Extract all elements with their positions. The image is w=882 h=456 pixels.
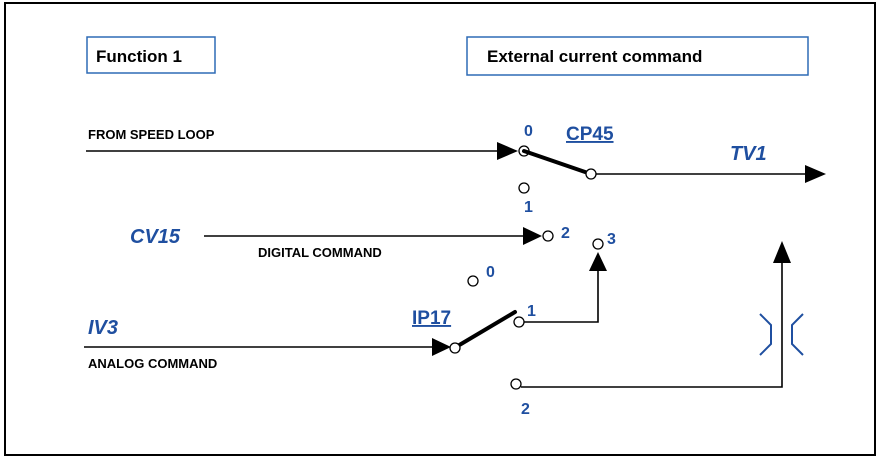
ip17-pos2-wire [521, 262, 783, 388]
cp45-terminal-2 [542, 230, 554, 242]
cp45-terminal-1 [518, 182, 530, 194]
ip17-lever [454, 310, 517, 349]
cp45-pos0-label: 0 [524, 123, 533, 140]
ip17-pos1-label: 1 [527, 303, 536, 320]
ip17-terminal-0 [467, 275, 479, 287]
cp45-param-label: CP45 [566, 124, 614, 145]
cp45-terminal-3 [592, 238, 604, 250]
ip17-pivot [449, 342, 461, 354]
cv15-label: CV15 [130, 226, 181, 248]
cp45-lever [522, 149, 590, 175]
cp45-pos1-label: 1 [524, 199, 533, 216]
cv15-arrow [523, 227, 542, 245]
iv3-arrow [432, 338, 451, 356]
ip17-to-cp45-wire [524, 270, 599, 323]
ip17-to-cp45-arrow [589, 252, 607, 271]
ip17-param-label: IP17 [412, 308, 451, 329]
cp45-pos2-label: 2 [561, 225, 570, 242]
restriction-right-icon [791, 313, 804, 356]
title-box [466, 36, 809, 76]
cp45-pivot [585, 168, 597, 180]
analog-command-label: ANALOG COMMAND [88, 356, 217, 371]
tv1-label: TV1 [730, 143, 767, 165]
function-box [86, 36, 216, 74]
diagram-frame [4, 2, 876, 456]
digital-command-label: DIGITAL COMMAND [258, 245, 382, 260]
title-label: External current command [487, 47, 702, 66]
output-arrow [805, 165, 826, 183]
function-label: Function 1 [96, 47, 182, 66]
ip17-pos0-label: 0 [486, 264, 495, 281]
speed-loop-arrow [497, 142, 518, 160]
restriction-left-icon [759, 313, 772, 356]
iv3-label: IV3 [88, 317, 118, 339]
cp45-pos3-label: 3 [607, 231, 616, 248]
speed-loop-label: FROM SPEED LOOP [88, 127, 215, 142]
ip17-terminal-1 [513, 316, 525, 328]
ip17-pos2-label: 2 [521, 401, 530, 418]
ip17-terminal-2 [510, 378, 522, 390]
ip17-pos2-arrow [773, 241, 791, 263]
